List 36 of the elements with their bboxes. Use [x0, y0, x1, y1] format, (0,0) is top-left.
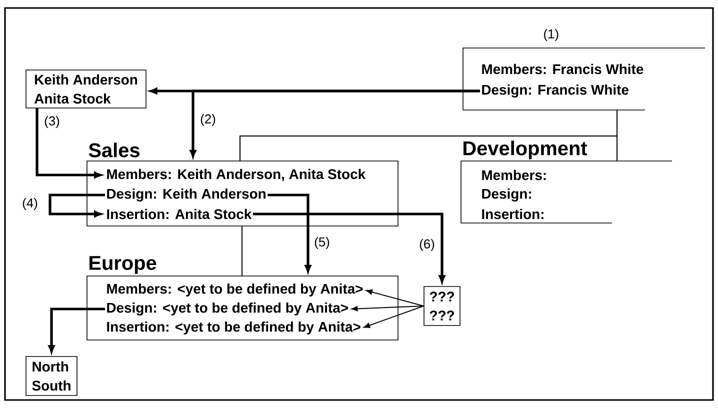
- role-entry: Members: Keith Anderson, Anita Stock: [107, 168, 366, 182]
- arrow: [351, 306, 424, 312]
- role-entry: Design: Francis White: [482, 84, 628, 98]
- role-entry: Members:: [482, 170, 546, 180]
- role-entry: Design: Keith Anderson: [107, 188, 266, 202]
- group-box: [86, 276, 398, 340]
- arrow: [190, 90, 480, 158]
- box-heading: Development: [464, 140, 588, 160]
- arrow: [48, 194, 105, 218]
- name-box: ??? ???: [424, 286, 460, 326]
- role-entry: Insertion: Anita Stock: [107, 208, 252, 220]
- group-box: [460, 160, 672, 224]
- arrow: [364, 306, 424, 328]
- box-heading: Europe: [90, 256, 156, 274]
- callout-number: (1): [544, 28, 558, 42]
- arrow: [252, 212, 446, 283]
- edge-label: (5): [313, 236, 331, 250]
- edge-label: (3): [43, 114, 61, 130]
- name-box: Keith Anderson Anita Stock: [26, 70, 146, 108]
- edge-label: (4): [21, 196, 39, 212]
- name-box: North South: [26, 356, 78, 396]
- role-entry: Design:: [482, 188, 531, 202]
- arrow: [48, 308, 105, 353]
- group-box: [86, 160, 398, 226]
- role-entry: Design: <yet to be defined by Anita>: [107, 302, 348, 316]
- role-entry: Members: <yet to be defined by Anita>: [107, 284, 363, 296]
- edge-label: (2): [199, 112, 217, 128]
- connector-line: [240, 110, 618, 162]
- arrow: [366, 289, 424, 306]
- arrow: [268, 194, 312, 272]
- edge-label: (6): [418, 238, 436, 252]
- role-entry: Members: Francis White: [482, 64, 644, 74]
- box-heading: Sales: [88, 142, 140, 158]
- group-box: [462, 48, 706, 110]
- role-entry: Insertion: <yet to be defined by Anita>: [107, 322, 360, 334]
- role-entry: Insertion:: [482, 208, 544, 220]
